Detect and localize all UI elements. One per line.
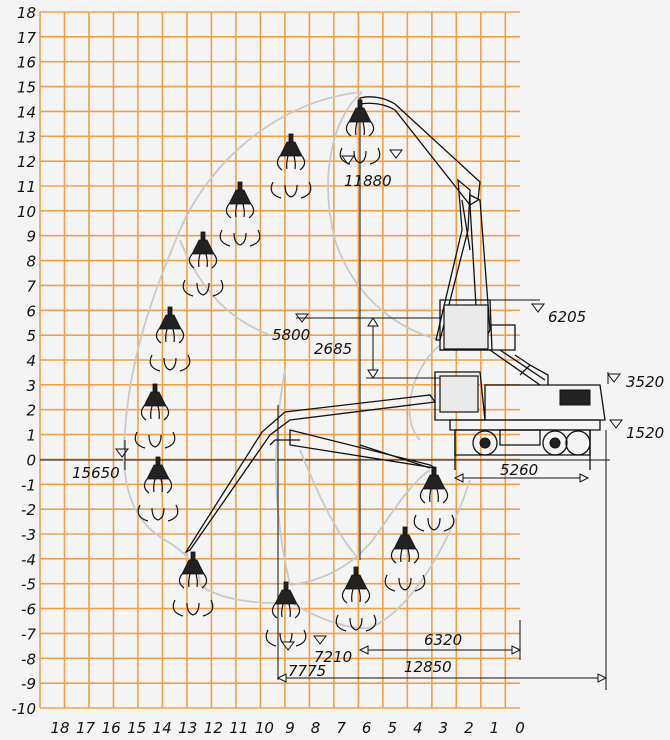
x-tick-label: 8 — [311, 719, 321, 737]
x-tick-label: 13 — [178, 719, 197, 737]
rear-wheel-2 — [565, 430, 591, 456]
dim-upper-cab-height: 6205 — [548, 308, 586, 326]
orange-peel-grab-icon — [335, 566, 377, 632]
orange-peel-grab-icon — [219, 181, 261, 247]
dim-chassis-height: 1520 — [626, 424, 664, 442]
dim-max-height: 11880 — [344, 172, 392, 190]
y-tick-label: -4 — [21, 551, 36, 569]
y-tick-label: 15 — [17, 79, 36, 97]
dim-depth-mid: 7210 — [314, 648, 352, 666]
y-tick-label: -3 — [21, 526, 36, 544]
dim-max-reach: 15650 — [72, 464, 120, 482]
y-tick-label: 17 — [17, 29, 37, 47]
y-tick-label: 6 — [26, 302, 36, 320]
y-tick-label: 9 — [26, 228, 36, 246]
dimension-lines — [115, 149, 623, 690]
y-tick-label: 18 — [17, 4, 36, 22]
y-tick-label: 4 — [26, 352, 36, 370]
x-tick-label: 10 — [255, 719, 274, 737]
dim-lower-cab-height: 3520 — [626, 373, 664, 391]
y-tick-label: 11 — [17, 178, 36, 196]
dim-wheelbase: 5260 — [500, 461, 538, 479]
y-tick-label: -7 — [21, 625, 36, 643]
x-tick-label: 7 — [336, 719, 346, 737]
reach-envelope — [122, 91, 471, 630]
y-tick-label: 0 — [26, 451, 36, 469]
dim-cab-level: 5800 — [272, 326, 310, 344]
y-tick-label: 10 — [17, 203, 36, 221]
dim-reach-at-depth: 12850 — [404, 658, 452, 676]
triangle-marker-icon — [313, 635, 327, 645]
triangle-marker-icon — [281, 641, 295, 651]
y-tick-label: 7 — [26, 277, 36, 295]
x-tick-label: 12 — [204, 719, 223, 737]
orange-peel-grab-icon — [172, 551, 214, 617]
orange-peel-grab-icon — [339, 99, 381, 165]
y-tick-label: 14 — [17, 103, 36, 121]
x-tick-label: 11 — [229, 719, 248, 737]
triangle-marker-icon — [607, 373, 621, 383]
y-axis-labels: 1817161514131211109876543210-1-2-3-4-5-6… — [12, 4, 37, 718]
orange-peel-grab-icon — [182, 231, 224, 297]
rear-hub-1 — [549, 437, 561, 449]
orange-peel-grab-icon — [137, 456, 179, 522]
orange-peel-grab-icon — [265, 581, 307, 647]
x-tick-label: 1 — [490, 719, 500, 737]
y-tick-label: -1 — [21, 476, 36, 494]
x-tick-label: 17 — [76, 719, 96, 737]
raised-boom-machine — [359, 96, 546, 386]
x-tick-label: 0 — [515, 719, 525, 737]
y-tick-label: 5 — [26, 327, 36, 345]
orange-grid — [39, 11, 520, 709]
y-tick-label: 13 — [17, 128, 36, 146]
front-wheel-1 — [472, 430, 498, 456]
y-tick-label: -5 — [21, 576, 36, 594]
x-tick-label: 4 — [413, 719, 423, 737]
y-tick-label: 2 — [26, 402, 36, 420]
y-tick-label: -8 — [21, 650, 36, 668]
dim-depth-far: 7775 — [288, 662, 326, 680]
carrier-machine — [434, 364, 606, 470]
y-tick-label: 12 — [17, 153, 36, 171]
y-tick-label: 3 — [26, 377, 36, 395]
orange-peel-grab-icon — [413, 466, 455, 532]
orange-peel-grab-icon — [384, 526, 426, 592]
x-tick-label: 15 — [127, 719, 146, 737]
x-tick-label: 16 — [102, 719, 121, 737]
x-tick-label: 3 — [439, 719, 449, 737]
lower-cab-window — [439, 375, 479, 413]
triangle-marker-icon — [531, 303, 545, 313]
triangle-marker-icon — [115, 448, 129, 458]
x-tick-label: 6 — [362, 719, 372, 737]
y-tick-label: 1 — [26, 427, 36, 445]
y-tick-label: 8 — [26, 253, 36, 271]
x-tick-label: 14 — [153, 719, 172, 737]
y-tick-label: 16 — [17, 54, 36, 72]
orange-peel-grab-icon — [134, 383, 176, 449]
x-tick-label: 5 — [387, 719, 397, 737]
x-tick-label: 18 — [50, 719, 69, 737]
x-tick-label: 2 — [464, 719, 474, 737]
front-hub-1 — [479, 437, 491, 449]
triangle-marker-icon — [341, 155, 355, 165]
orange-peel-grab-icon — [149, 306, 191, 372]
y-tick-label: -2 — [21, 501, 36, 519]
orange-peel-grab-icon — [270, 133, 312, 199]
y-tick-label: -9 — [21, 675, 36, 693]
rear-wheel-1 — [542, 430, 568, 456]
upper-cab-window — [443, 304, 489, 350]
triangle-marker-icon — [609, 419, 623, 429]
engine-grille — [559, 389, 591, 406]
grab-positions — [134, 99, 455, 647]
x-tick-label: 9 — [285, 719, 295, 737]
dim-cab-lift: 2685 — [314, 340, 352, 358]
triangle-marker-icon — [389, 149, 403, 159]
y-tick-label: -6 — [21, 601, 36, 619]
dim-depth-near: 6320 — [424, 631, 462, 649]
y-tick-label: -10 — [12, 700, 37, 718]
